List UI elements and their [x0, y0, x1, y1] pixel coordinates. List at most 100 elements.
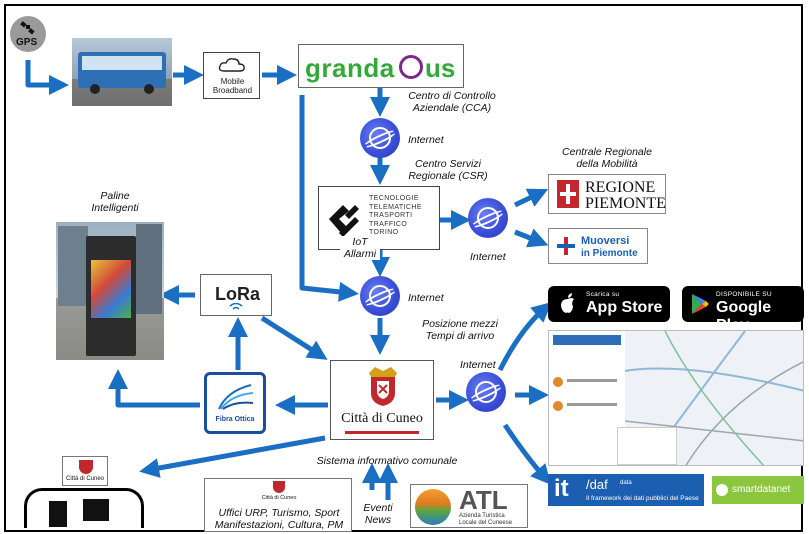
wifi-icon — [229, 303, 243, 310]
iot-label: IoT Allarmi — [340, 236, 380, 260]
eventi-line2: News — [364, 514, 392, 526]
coat-of-arms-icon-small-2 — [273, 481, 285, 493]
arrow-cuneo-kiosk — [139, 435, 326, 478]
cuneo-underline — [345, 431, 419, 434]
kiosk-icon — [56, 222, 164, 360]
ttt-logo-icon — [329, 205, 359, 237]
internet-label-2: Internet — [470, 251, 506, 263]
app-store-button[interactable]: Scarica su App Store — [548, 286, 670, 322]
muoversi-logo: Muoversi in Piemonte — [548, 228, 648, 264]
grandabus-b-icon — [399, 55, 423, 79]
uffici-label: Uffici URP, Turismo, Sport Manifestazion… — [205, 507, 353, 531]
coat-of-arms-icon-small — [79, 460, 93, 474]
arrow-lora-cuneo — [260, 315, 328, 360]
mobile-broadband-box: Mobile Broadband — [203, 52, 260, 99]
satellite-icon — [20, 21, 35, 35]
googleplay-small: DISPONIBILE SU — [716, 291, 772, 298]
ttt-line: TRAFFICO — [369, 220, 408, 228]
arrow-grandabus-internet2 — [299, 95, 359, 302]
daf-text: /daf — [586, 477, 608, 492]
muoversi-cross-icon — [557, 237, 575, 255]
regione-line1: REGIONE — [585, 179, 656, 196]
broadband-line1: Mobile — [220, 77, 245, 86]
apple-icon — [561, 293, 574, 313]
googleplay-big: Google Play — [716, 299, 772, 334]
sistema-label: Sistema informativo comunale — [316, 455, 458, 467]
lora-text: LoRa — [215, 284, 260, 304]
bus-image — [72, 38, 172, 106]
atl-big: ATL — [459, 485, 508, 515]
paline-line1: Paline — [100, 190, 130, 202]
eventi-label: Eventi News — [358, 502, 398, 526]
paline-label: Paline Intelligenti — [70, 190, 160, 214]
arrow-gps-bus — [25, 60, 69, 95]
fiber-icon — [218, 384, 254, 410]
arrow-internet-muoversi — [514, 228, 549, 248]
computer-icon — [24, 488, 144, 528]
csr-label: Centro Servizi Regionale (CSR) — [396, 158, 500, 182]
daf-it: it — [554, 475, 569, 502]
posizione-label: Posizione mezzi Tempi di arrivo — [405, 318, 515, 342]
atl-mountain-icon — [415, 489, 451, 525]
cca-line1: Centro di Controllo — [408, 90, 496, 102]
cuneo-small-text-2: Città di Cuneo — [261, 495, 297, 501]
citta-di-cuneo-box: Città di Cuneo — [330, 360, 434, 440]
arrow-fibra-totem — [108, 369, 200, 408]
cloud-icon — [218, 58, 245, 72]
iot-line2: Allarmi — [343, 248, 377, 260]
centrale-line2: della Mobilità — [576, 158, 638, 170]
grandabus-text2: us — [425, 53, 456, 83]
ttt-line: TORINO — [369, 229, 399, 236]
atl-line2: Locale del Cuneese — [459, 520, 513, 526]
regione-line2: PIEMONTE — [585, 195, 666, 212]
uffici-line2: Manifestazioni, Cultura, PM — [214, 519, 344, 531]
coat-of-arms-icon — [369, 367, 397, 406]
atl-line1: Azienda Turistica — [459, 513, 505, 519]
paline-line2: Intelligenti — [91, 202, 139, 214]
appstore-big: App Store — [586, 299, 663, 316]
broadband-line2: Broadband — [212, 86, 253, 95]
atl-logo: ATL Azienda Turistica Locale del Cuneese — [410, 484, 528, 528]
globe-icon-3 — [360, 276, 400, 316]
gps-label: GPS — [16, 37, 38, 48]
arrow-internet-regione — [513, 188, 549, 208]
internet-label-4: Internet — [460, 359, 496, 371]
internet-label-3: Internet — [408, 292, 444, 304]
gps-node: GPS — [10, 16, 46, 52]
cuneo-small-text-1: Città di Cuneo — [65, 476, 105, 482]
ttt-line: TECNOLOGIE — [369, 195, 419, 202]
diagram-frame — [4, 4, 803, 532]
csr-line2: Regionale (CSR) — [408, 170, 488, 182]
globe-icon-4 — [466, 372, 506, 412]
uffici-line1: Uffici URP, Turismo, Sport — [218, 507, 340, 519]
smartdata-circle-icon — [716, 484, 728, 496]
appstore-small: Scarica su — [586, 291, 620, 298]
globe-icon-2 — [468, 198, 508, 238]
iot-line1: IoT — [352, 236, 368, 248]
posizione-line2: Tempi di arrivo — [425, 330, 495, 342]
ttt-line: TRASPORTI — [369, 212, 413, 219]
grandabus-text: granda — [305, 53, 395, 83]
fibra-ottica-box: Fibra Ottica — [204, 372, 266, 434]
centrale-label: Centrale Regionale della Mobilità — [547, 146, 667, 170]
internet-label-1: Internet — [408, 134, 444, 146]
daf-sub: Il framework dei dati pubblici del Paese — [586, 495, 699, 502]
google-play-button[interactable]: DISPONIBILE SU Google Play — [682, 286, 804, 334]
arrow-internet-daf — [502, 423, 551, 485]
daf-small: data — [620, 480, 632, 486]
lora-box: LoRa — [200, 274, 272, 316]
regione-piemonte-logo: REGIONE PIEMONTE — [548, 174, 666, 214]
map-sidebar — [549, 331, 625, 465]
centrale-line1: Centrale Regionale — [562, 146, 652, 158]
smartdata-text: smartdatanet — [732, 484, 791, 495]
posizione-line1: Posizione mezzi — [422, 318, 498, 330]
arrow-internet-apps — [497, 302, 552, 372]
cuneo-text: Città di Cuneo — [341, 411, 423, 426]
cuneo-small-logo-1: Città di Cuneo — [62, 456, 108, 486]
map-screenshot — [548, 330, 804, 466]
smartdatanet-logo: smartdatanet — [712, 476, 804, 504]
cca-line2: Aziendale (CCA) — [412, 102, 492, 114]
cuneo-small-logo-2: Città di Cuneo — [259, 481, 299, 503]
globe-icon-1 — [360, 118, 400, 158]
